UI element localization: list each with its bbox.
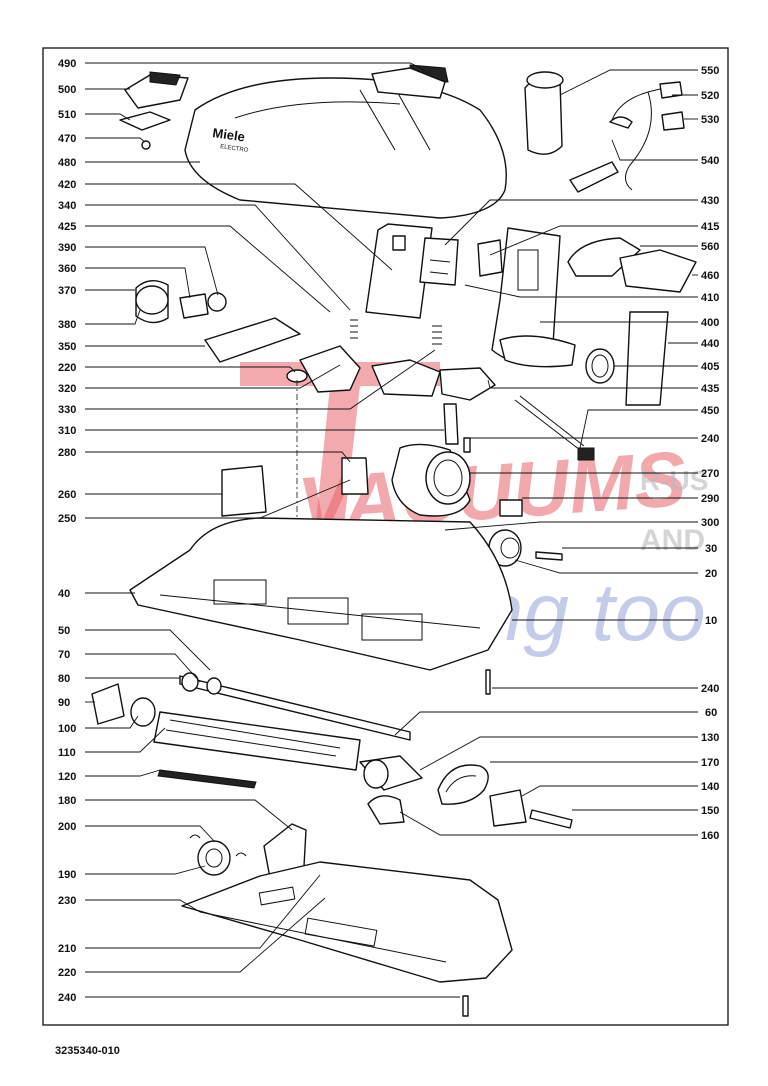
right-labels: 550 520 530 540 430 415 560 460 410 400 … bbox=[701, 65, 719, 842]
leader-lines bbox=[85, 62, 698, 998]
brand-sub: ELECTRO bbox=[220, 144, 249, 154]
label-200: 200 bbox=[58, 821, 76, 833]
label-435: 435 bbox=[701, 383, 719, 395]
label-180: 180 bbox=[58, 795, 76, 807]
label-340: 340 bbox=[58, 200, 76, 212]
label-380: 380 bbox=[58, 319, 76, 331]
label-50: 50 bbox=[58, 625, 70, 637]
label-80: 80 bbox=[58, 673, 70, 685]
label-470: 470 bbox=[58, 133, 76, 145]
label-100: 100 bbox=[58, 723, 76, 735]
label-160: 160 bbox=[701, 830, 719, 842]
label-510: 510 bbox=[58, 109, 76, 121]
watermark-line3: AND bbox=[640, 524, 705, 557]
label-210: 210 bbox=[58, 943, 76, 955]
label-70: 70 bbox=[58, 649, 70, 661]
diagram-frame bbox=[42, 47, 729, 1026]
label-440: 440 bbox=[701, 338, 719, 350]
label-415: 415 bbox=[701, 221, 719, 233]
label-530: 530 bbox=[701, 114, 719, 126]
label-405: 405 bbox=[701, 361, 719, 373]
label-90: 90 bbox=[58, 697, 70, 709]
label-330: 330 bbox=[58, 404, 76, 416]
label-550: 550 bbox=[701, 65, 719, 77]
label-540: 540 bbox=[701, 155, 719, 167]
label-240-right-top: 240 bbox=[701, 433, 719, 445]
label-430: 430 bbox=[701, 195, 719, 207]
brand-mark: Miele bbox=[212, 125, 246, 144]
label-260: 260 bbox=[58, 489, 76, 501]
brush-roll bbox=[153, 711, 361, 771]
label-300: 300 bbox=[701, 517, 719, 529]
label-170: 170 bbox=[701, 757, 719, 769]
label-460: 460 bbox=[701, 270, 719, 282]
handle-hinge bbox=[365, 223, 433, 319]
label-290: 290 bbox=[701, 493, 719, 505]
parts: Miele ELECTRO bbox=[91, 64, 697, 1017]
label-190: 190 bbox=[58, 869, 76, 881]
label-560: 560 bbox=[701, 241, 719, 253]
label-230: 230 bbox=[58, 895, 76, 907]
label-120: 120 bbox=[58, 771, 76, 783]
document-code: 3235340-010 bbox=[55, 1045, 120, 1057]
label-480: 480 bbox=[58, 157, 76, 169]
label-240-right-mid: 240 bbox=[701, 683, 719, 695]
top-cover bbox=[184, 77, 507, 219]
label-400: 400 bbox=[701, 317, 719, 329]
left-labels: 490 500 510 470 480 420 340 425 390 360 … bbox=[58, 58, 76, 1004]
label-450: 450 bbox=[701, 405, 719, 417]
label-110: 110 bbox=[58, 747, 76, 759]
label-360: 360 bbox=[58, 263, 76, 275]
label-425: 425 bbox=[58, 221, 76, 233]
label-220-bottom: 220 bbox=[58, 967, 76, 979]
label-520: 520 bbox=[701, 90, 719, 102]
label-130: 130 bbox=[701, 732, 719, 744]
label-220: 220 bbox=[58, 362, 76, 374]
label-30: 30 bbox=[705, 543, 717, 555]
label-20: 20 bbox=[705, 568, 717, 580]
label-270: 270 bbox=[701, 468, 719, 480]
label-310: 310 bbox=[58, 425, 76, 437]
label-490: 490 bbox=[58, 58, 76, 70]
label-500: 500 bbox=[58, 84, 76, 96]
label-240-bottom: 240 bbox=[58, 992, 76, 1004]
base-housing bbox=[129, 517, 513, 671]
label-390: 390 bbox=[58, 242, 76, 254]
label-60: 60 bbox=[705, 707, 717, 719]
label-370: 370 bbox=[58, 285, 76, 297]
label-410: 410 bbox=[701, 292, 719, 304]
label-150: 150 bbox=[701, 805, 719, 817]
label-350: 350 bbox=[58, 341, 76, 353]
label-10: 10 bbox=[705, 615, 717, 627]
label-40: 40 bbox=[58, 588, 70, 600]
label-420: 420 bbox=[58, 179, 76, 191]
label-320: 320 bbox=[58, 383, 76, 395]
watermark-line2: R-US bbox=[640, 465, 708, 496]
label-140: 140 bbox=[701, 781, 719, 793]
label-250: 250 bbox=[58, 513, 76, 525]
label-280: 280 bbox=[58, 447, 76, 459]
sole-plate bbox=[181, 861, 513, 983]
